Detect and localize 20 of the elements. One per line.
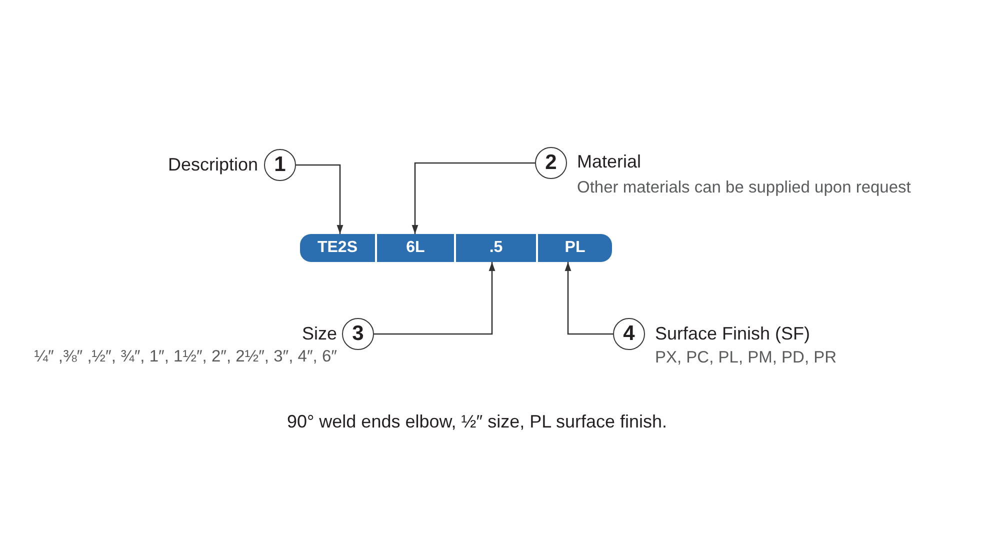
- leader-line: [296, 164, 344, 234]
- leader-line: [564, 262, 613, 335]
- callout-number: 3: [342, 318, 374, 350]
- callout-label: Surface Finish (SF): [655, 324, 810, 344]
- code-segment: TE2S: [300, 234, 375, 262]
- callout-note: Other materials can be supplied upon request: [577, 178, 911, 198]
- leader-line: [412, 162, 535, 234]
- callout-number: 1: [264, 149, 296, 181]
- code-segment: .5: [456, 234, 536, 262]
- callout-note: PX, PC, PL, PM, PD, PR: [655, 348, 837, 368]
- callout-label: Size: [302, 324, 337, 344]
- callout-label: Description: [168, 154, 258, 176]
- caption: 90° weld ends elbow, ½″ size, PL surface finish.: [286, 412, 668, 432]
- callout-number: 2: [535, 147, 567, 179]
- callout-note: ¼″ ,⅜″ ,½″, ¾″, 1″, 1½″, 2″, 2½″, 3″, 4″, 6″: [34, 348, 337, 366]
- leader-line: [374, 262, 496, 335]
- code-segment: PL: [538, 234, 612, 262]
- callout-number: 4: [613, 318, 645, 350]
- code-segment: 6L: [377, 234, 454, 262]
- callout-label: Material: [577, 152, 642, 172]
